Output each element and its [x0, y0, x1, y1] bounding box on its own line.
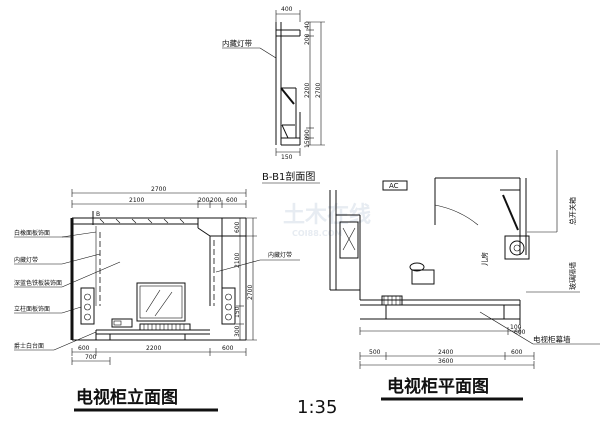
section-dim-right-4: 90 [304, 129, 311, 137]
elevation-speaker-right [221, 287, 236, 325]
elevation-view: 2700 2100 200 200 600 B [14, 186, 300, 412]
elevation-dim-right-3: 600 [234, 221, 241, 233]
elevation-dim-right-1: 150 [234, 306, 241, 318]
elevation-label-blue-iron: 深蓝色铁板装饰面 [14, 279, 62, 287]
section-title: B-B1剖面图 [262, 170, 315, 183]
elevation-label-right-light-strip: 内藏灯带 [268, 251, 292, 259]
plan-title: 电视柜平面图 [387, 376, 489, 397]
elevation-console [139, 323, 191, 331]
plan-dim-small-0: 100 [510, 324, 522, 331]
elevation-dim-top-part-0: 2100 [129, 197, 144, 204]
elevation-dim-right-0: 2100 [234, 253, 241, 268]
elevation-dim-bottom-2: 600 [222, 345, 234, 352]
elevation-dim-top-part-2: 200 [210, 197, 222, 204]
elevation-dim-top-part-3: 600 [226, 197, 238, 204]
plan-dim-small-1: 600 [514, 329, 526, 336]
elevation-dim-top-total: 2700 [151, 186, 166, 193]
section-dim-right-1: 200 [304, 33, 311, 45]
elevation-label-column-panel: 立柱面板饰面 [14, 305, 50, 313]
elevation-top-hatch [99, 218, 185, 224]
plan-dim-bottom-0: 500 [369, 349, 381, 356]
elevation-dim-bottom-0: 600 [78, 345, 90, 352]
section-view: 400 内藏灯带 40 200 2200 2700 90 150 [222, 6, 325, 184]
elevation-label-jazz-white: 爵士白台面 [14, 342, 44, 350]
section-dim-right-2: 2200 [304, 83, 311, 98]
section-dim-right-3: 2700 [315, 83, 322, 98]
elevation-dim-bottom-1: 2200 [146, 345, 161, 352]
elevation-console-slats [143, 324, 185, 330]
section-label-light-strip: 内藏灯带 [222, 38, 252, 48]
plan-dim-bottom-2: 600 [511, 349, 523, 356]
elevation-dim-top-part-1: 200 [198, 197, 210, 204]
elevation-av-unit [111, 318, 133, 328]
elevation-label-light-strip: 内藏灯带 [14, 256, 38, 264]
section-dim-top: 400 [281, 6, 293, 13]
plan-label-glass-wall: 玻璃隔墙 [568, 262, 577, 290]
section-dim-right-5: 150 [304, 136, 311, 148]
elevation-dim-bottom-small: 700 [85, 354, 97, 361]
plan-room-label: 儿房 [480, 252, 489, 266]
elevation-dim-right-4: 2700 [247, 285, 254, 300]
elevation-section-marker: B [96, 211, 100, 218]
drawing-scale: 1:35 [297, 397, 337, 418]
plan-ac-label: AC [389, 182, 399, 190]
plan-table [411, 269, 435, 285]
elevation-label-oak-panel: 白橡面板饰面 [14, 229, 50, 237]
plan-dim-bottom-total: 3600 [438, 358, 453, 365]
plan-dim-bottom-1: 2400 [438, 349, 453, 356]
elevation-title: 电视柜立面图 [76, 387, 178, 408]
elevation-tv [136, 282, 186, 322]
elevation-speaker-left [80, 287, 95, 325]
plan-view: AC 儿房 [329, 150, 600, 401]
plan-fan [509, 240, 525, 256]
plan-curtain-wall [385, 304, 505, 320]
section-dim-bottom: 150 [281, 154, 293, 161]
plan-chair [409, 262, 425, 272]
plan-ac-unit [382, 180, 408, 191]
section-dim-right-0: 40 [304, 21, 311, 29]
plan-label-switch: 总开关箱 [568, 197, 577, 225]
plan-label-tv-wall: 电视柜幕墙 [533, 334, 571, 344]
elevation-dim-right-2: 300 [234, 325, 241, 337]
plan-console-hatch [383, 296, 401, 305]
watermark-domain: COI88.COM [292, 229, 342, 238]
plan-sofa [339, 221, 359, 259]
